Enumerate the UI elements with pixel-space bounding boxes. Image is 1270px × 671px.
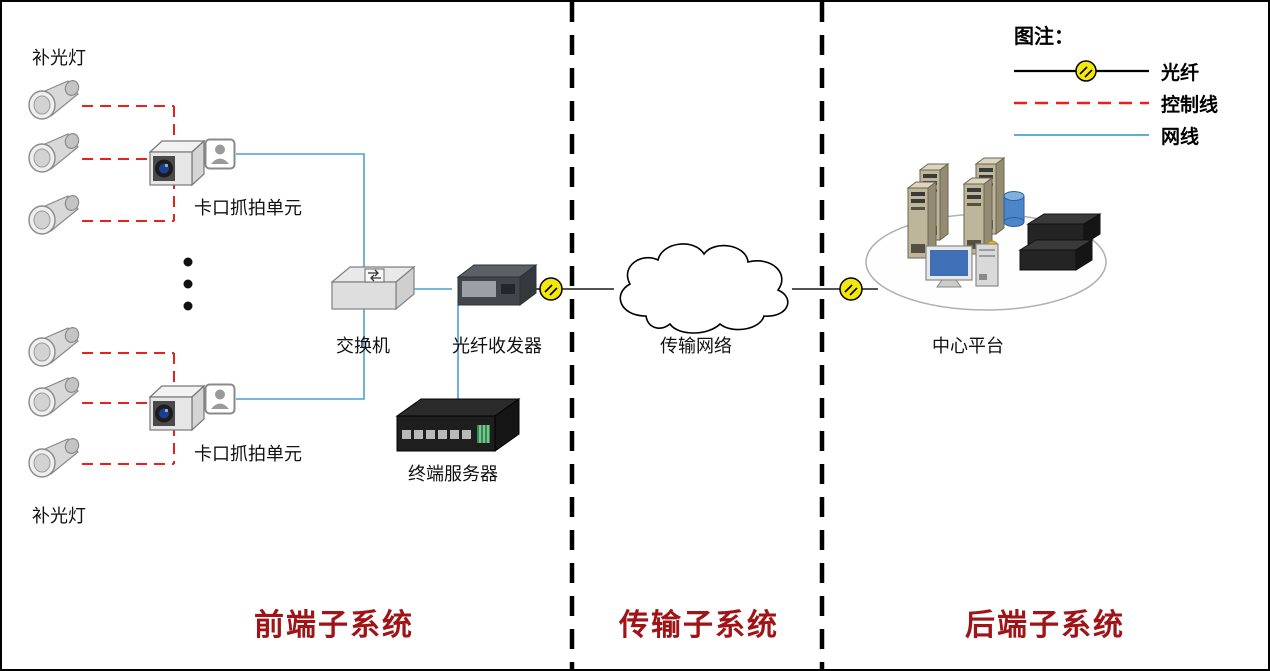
ellipsis-dots-icon: [183, 257, 193, 311]
capture-unit-bottom-label: 卡口抓拍单元: [194, 444, 302, 464]
capture-camera-icon: [149, 385, 205, 431]
transmission-network-label: 传输网络: [660, 336, 732, 356]
capture-camera-icon: [149, 140, 205, 186]
terminal-server-icon: [395, 398, 521, 452]
transmission-cloud-icon: [619, 243, 789, 334]
fill-light-icon: [28, 193, 82, 235]
legend-control-label: 控制线: [1161, 94, 1219, 116]
legend: 图注： 光纤 控制线 网线: [1014, 20, 1218, 151]
central-platform-label: 中心平台: [932, 336, 1004, 356]
fill-light-icon: [28, 78, 82, 120]
legend-item-fiber: 光纤: [1014, 55, 1218, 87]
control-line-icon: [1014, 101, 1149, 105]
fill-light-top-label: 补光灯: [32, 48, 86, 68]
fiber-line-icon: [1014, 60, 1149, 82]
legend-title: 图注：: [1014, 26, 1074, 48]
fill-light-icon: [28, 436, 82, 478]
fill-light-icon: [28, 131, 82, 173]
terminal-server-label: 终端服务器: [408, 464, 498, 484]
fill-light-icon: [28, 375, 82, 417]
desktop-tower-icon: [975, 243, 999, 287]
fiber-transceiver-icon: [456, 264, 538, 306]
legend-fiber-label: 光纤: [1161, 62, 1200, 84]
legend-item-control: 控制线: [1014, 87, 1218, 119]
section-label-backend: 后端子系统: [965, 609, 1125, 642]
switch-label: 交换机: [336, 336, 390, 356]
fiber-connector-icon: [539, 277, 563, 301]
network-line-camera2-switch: [236, 309, 365, 400]
capture-unit-top-label: 卡口抓拍单元: [194, 198, 302, 218]
fill-light-bottom-label: 补光灯: [32, 506, 86, 526]
fiber-connector-icon: [839, 277, 863, 301]
central-platform-icon: [865, 157, 1107, 311]
monitor-icon: [925, 245, 973, 288]
network-line-camera1-switch: [236, 153, 365, 270]
network-line-icon: [1014, 134, 1149, 136]
legend-item-network: 网线: [1014, 119, 1218, 151]
switch-icon: [330, 265, 416, 311]
fill-light-icon: [28, 325, 82, 367]
person-detect-icon: [204, 383, 236, 415]
section-label-transmission: 传输子系统: [619, 609, 779, 642]
section-label-frontend: 前端子系统: [254, 609, 414, 642]
fiber-transceiver-label: 光纤收发器: [452, 336, 542, 356]
person-detect-icon: [204, 138, 236, 170]
legend-network-label: 网线: [1161, 126, 1200, 148]
database-icon: [1003, 191, 1025, 227]
